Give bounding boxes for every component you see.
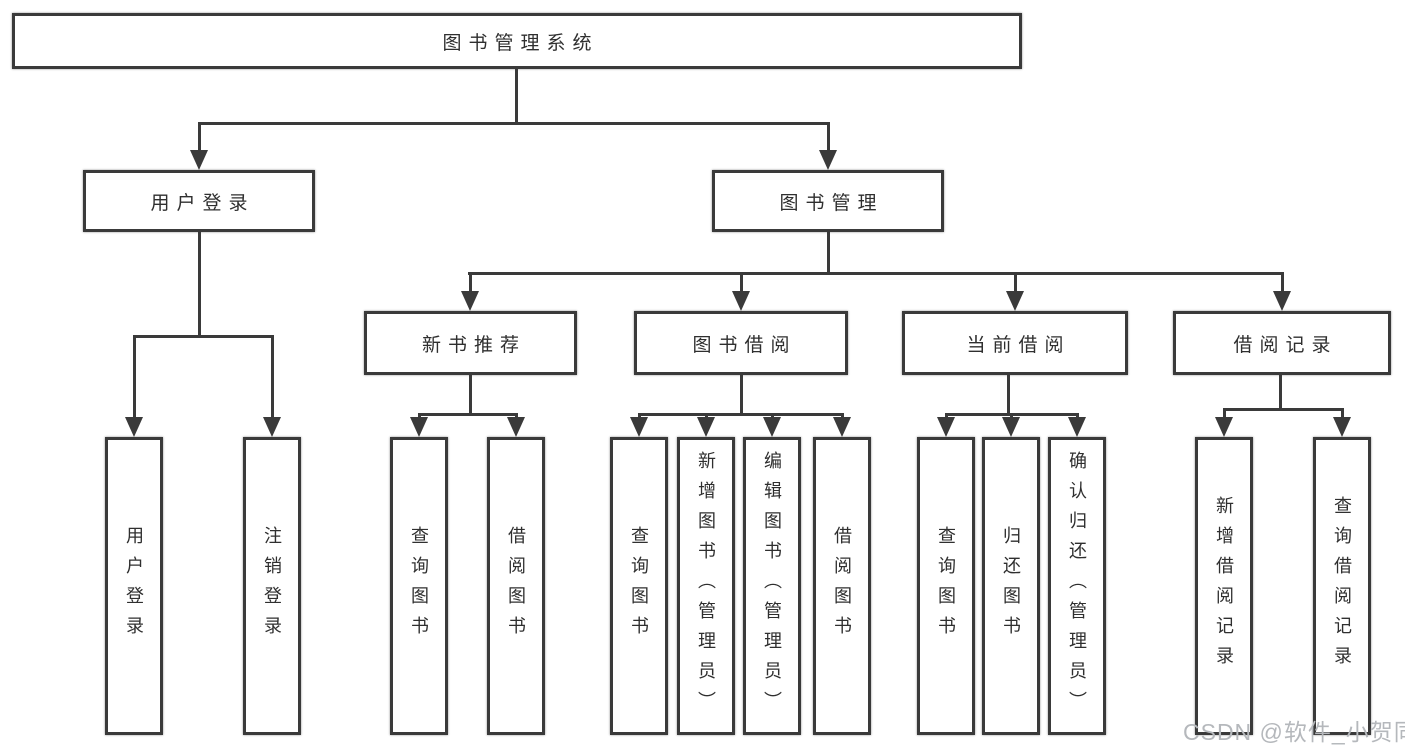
node-user-login: 用户登录 [83,170,315,232]
watermark: CSDN @软件_小贺同学 [1183,719,1405,745]
node-library-system: 图书管理系统 [12,13,1022,69]
leaf-logout: 注销登录 [243,437,301,735]
leaf-borrow-books: 借阅图书 [813,437,871,735]
leaf-confirm-return-admin: 确认归还（管理员） [1048,437,1106,735]
connector-line [638,413,844,416]
connector-line [1279,375,1282,408]
leaf-return-book: 归还图书 [982,437,1040,735]
connector-line [133,335,274,338]
leaf-query-borrow-record: 查询借阅记录 [1313,437,1371,735]
connector-line [198,122,830,125]
connector-line [198,232,201,335]
leaf-add-book-admin: 新增图书（管理员） [677,437,735,735]
node-current-borrow: 当前借阅 [902,311,1128,375]
connector-line [418,413,518,416]
node-new-book-recommend: 新书推荐 [364,311,577,375]
connector-line [1007,375,1010,413]
node-book-borrow: 图书借阅 [634,311,848,375]
node-borrow-records: 借阅记录 [1173,311,1391,375]
connector-line [515,67,518,122]
connector-line [740,375,743,413]
leaf-query-books-recommend: 查询图书 [390,437,448,735]
leaf-edit-book-admin: 编辑图书（管理员） [743,437,801,735]
leaf-query-books-borrow: 查询图书 [610,437,668,735]
node-book-management: 图书管理 [712,170,944,232]
connector-line [468,272,1283,275]
connector-line [827,232,830,272]
leaf-borrow-books-recommend: 借阅图书 [487,437,545,735]
connector-line [1223,408,1344,411]
leaf-query-books-current: 查询图书 [917,437,975,735]
leaf-add-borrow-record: 新增借阅记录 [1195,437,1253,735]
leaf-user-login: 用户登录 [105,437,163,735]
connector-line [469,375,472,413]
